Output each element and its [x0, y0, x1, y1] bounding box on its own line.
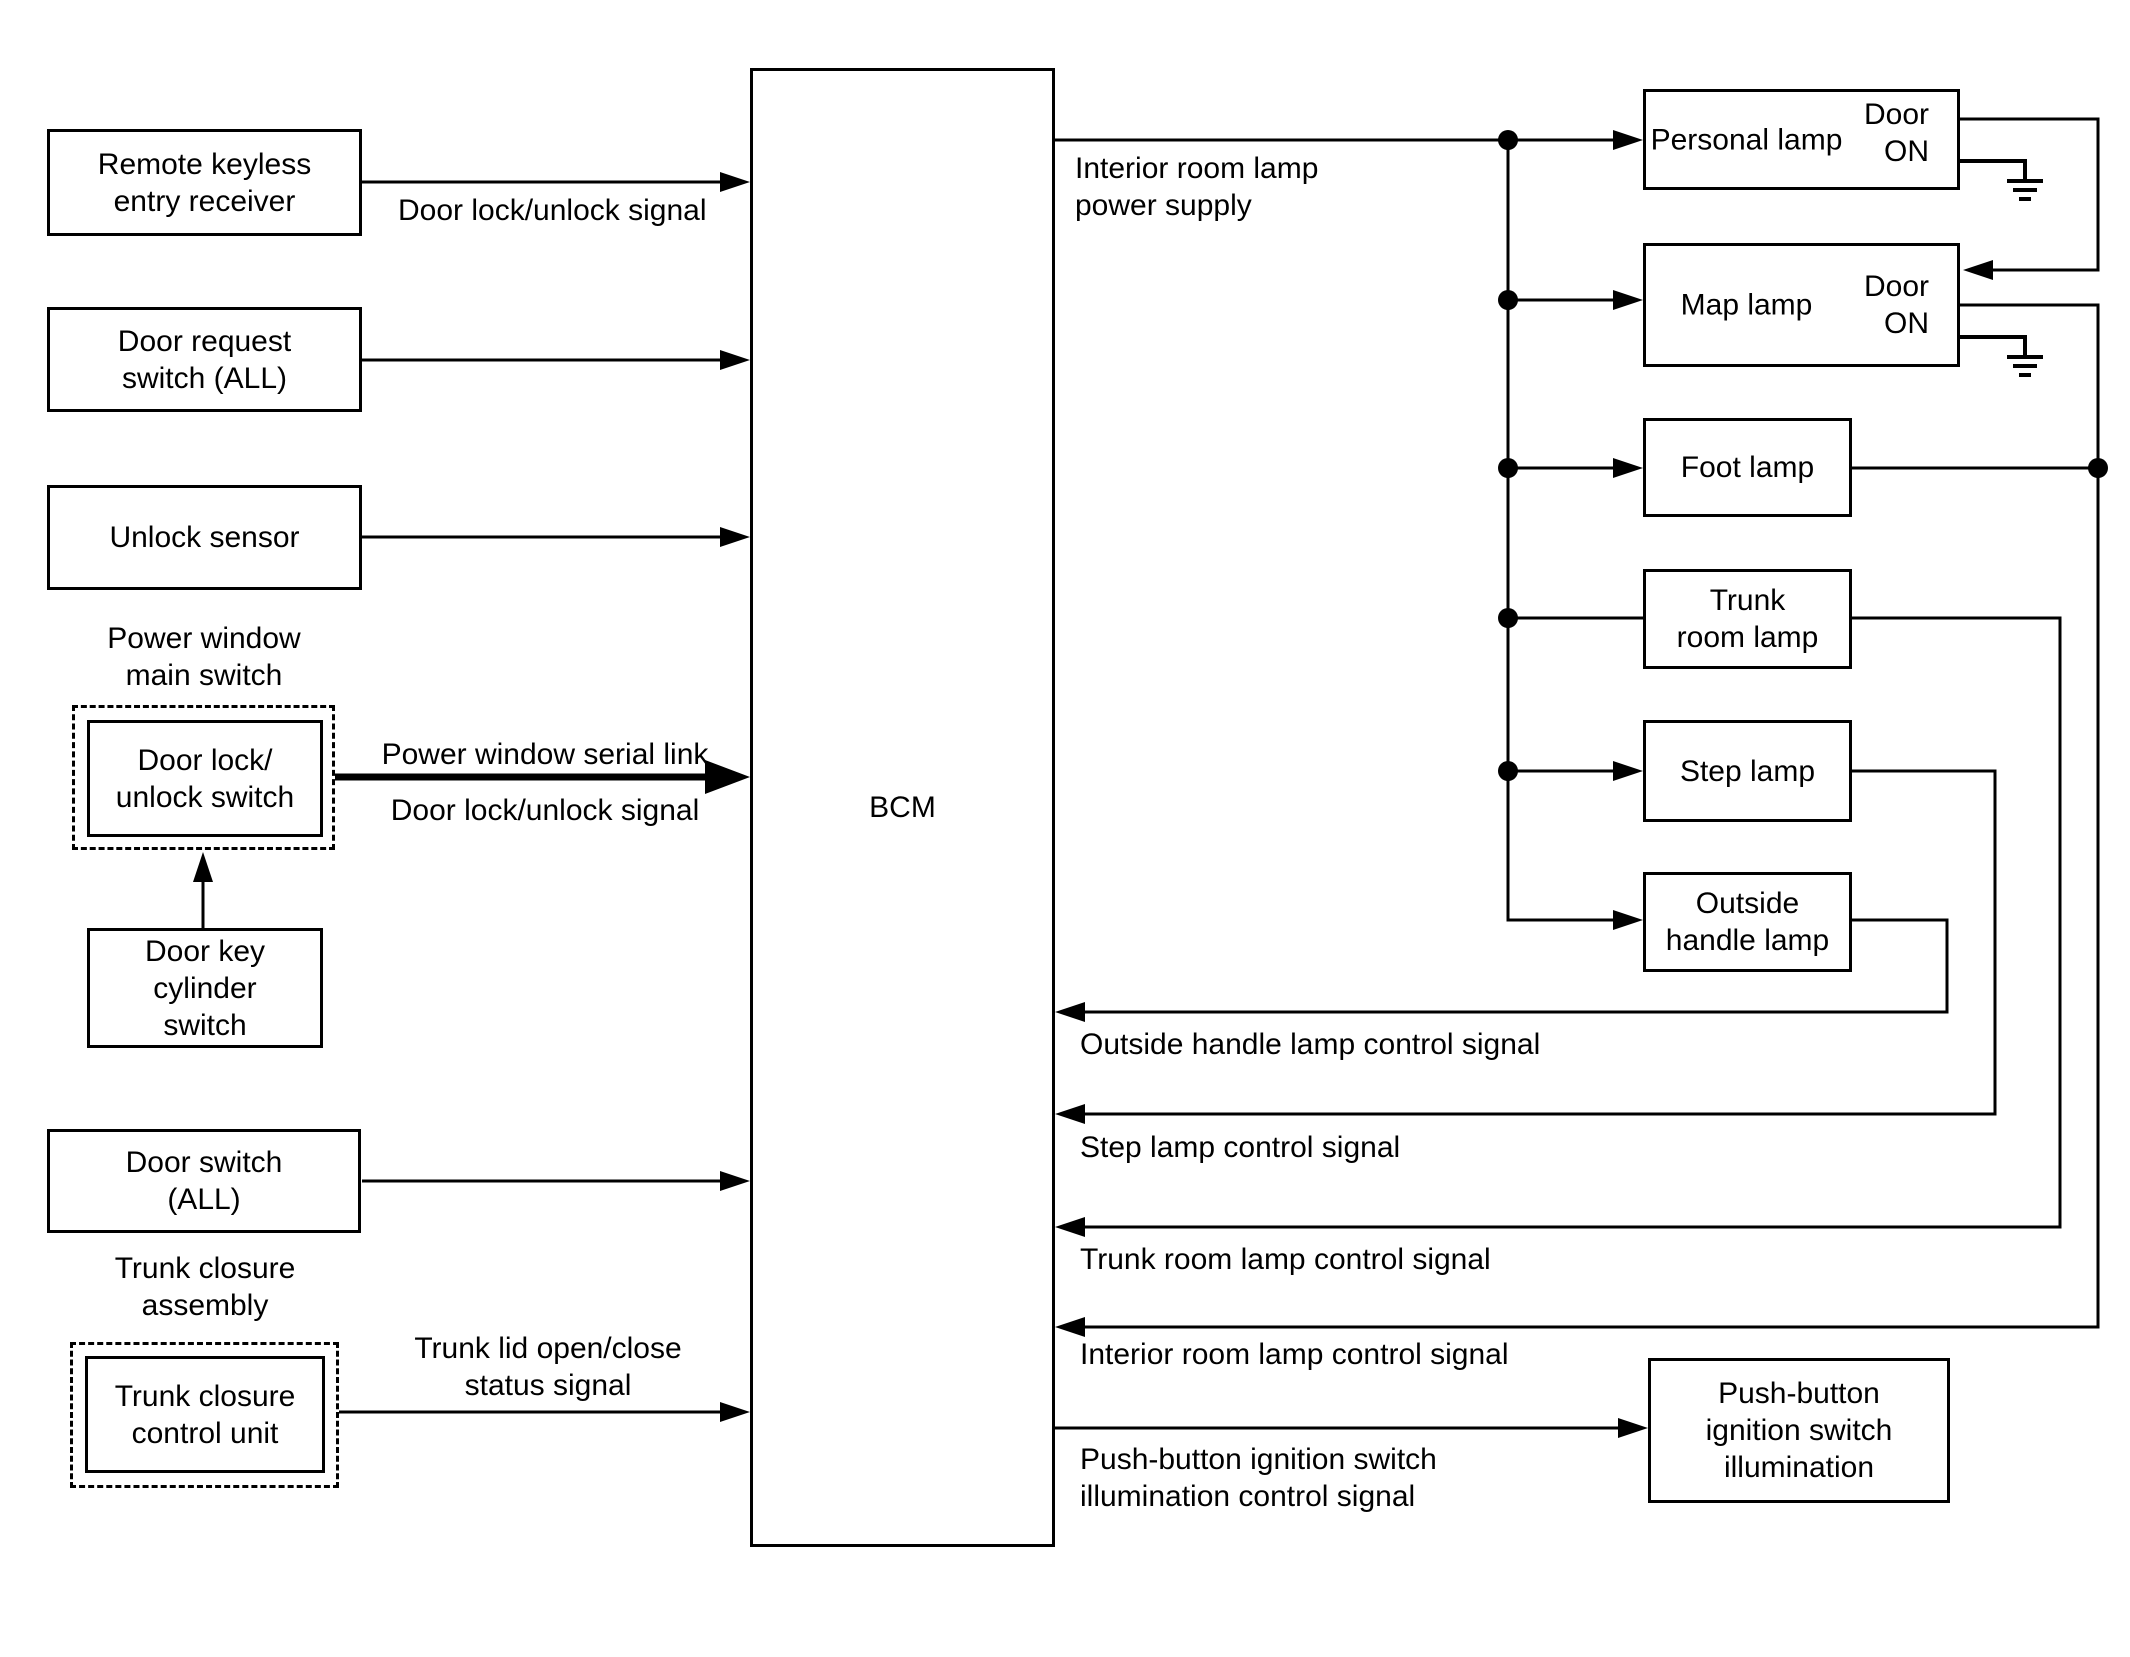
junction-dot [1498, 458, 1518, 478]
label-interior-room-lamp-control-signal: Interior room lamp control signal [1080, 1338, 1509, 1371]
wire-interior-lamp-power-bus [1055, 130, 1643, 930]
box-door-switch-all: Door switch (ALL) [47, 1129, 361, 1233]
wire-door-key-cylinder-to-switch [193, 852, 213, 928]
label-power-window-main-switch: Power window main switch [107, 622, 301, 692]
label-door-lock-unlock-signal-top: Door lock/unlock signal [398, 194, 707, 227]
arrowhead [720, 1171, 750, 1191]
arrowhead [1618, 1418, 1648, 1438]
label-door-lock-unlock-signal-pw: Door lock/unlock signal [390, 794, 700, 827]
arrowhead [720, 350, 750, 370]
label-interior-room-lamp-power-supply: Interior room lamp power supply [1075, 152, 1319, 222]
arrowhead [720, 172, 750, 192]
label-trunk-lid-status-signal: Trunk lid open/close status signal [414, 1332, 682, 1402]
box-door-request-switch: Door request switch (ALL) [47, 307, 362, 412]
junction-dot [1498, 608, 1518, 628]
wire-door-switch-to-bcm [362, 1171, 750, 1191]
arrowhead [1613, 761, 1643, 781]
arrowhead [1613, 290, 1643, 310]
wire-unlock-sensor-to-bcm [362, 527, 750, 547]
map-lamp-door-on-label: Door ON [1863, 270, 1929, 340]
personal-lamp-door-on-label: Door ON [1863, 98, 1929, 168]
arrowhead [1963, 260, 1993, 280]
box-trunk-room-lamp: Trunk room lamp [1643, 569, 1852, 669]
ground-icon [1960, 335, 2043, 377]
arrowhead [705, 760, 750, 794]
arrowhead [1613, 910, 1643, 930]
label-step-lamp-control-signal: Step lamp control signal [1080, 1131, 1401, 1164]
arrowhead [1613, 130, 1643, 150]
box-remote-keyless-entry-receiver: Remote keyless entry receiver [47, 129, 362, 236]
junction-dot [2088, 458, 2108, 478]
box-door-lock-unlock-switch: Door lock/ unlock switch [87, 720, 323, 837]
junction-dot [1498, 130, 1518, 150]
box-step-lamp: Step lamp [1643, 720, 1852, 822]
box-personal-lamp: Personal lamp Door ON [1643, 89, 1960, 190]
box-foot-lamp: Foot lamp [1643, 418, 1852, 517]
arrowhead [193, 852, 213, 882]
wire-trunk-closure-to-bcm [339, 1402, 750, 1422]
arrowhead [1055, 1104, 1085, 1124]
label-outside-handle-lamp-control-signal: Outside handle lamp control signal [1080, 1028, 1541, 1061]
arrowhead [720, 527, 750, 547]
label-power-window-serial-link: Power window serial link [381, 738, 709, 771]
arrowhead [1055, 1002, 1085, 1022]
label-push-button-illumination-control-signal: Push-button ignition switch illumination… [1080, 1443, 1437, 1513]
personal-lamp-label: Personal lamp [1650, 123, 1843, 156]
box-door-key-cylinder-switch: Door key cylinder switch [87, 928, 323, 1048]
arrowhead [1055, 1217, 1085, 1237]
arrowhead [720, 1402, 750, 1422]
box-outside-handle-lamp: Outside handle lamp [1643, 872, 1852, 972]
wire-personal-door-to-map [1960, 117, 2100, 280]
map-lamp-label: Map lamp [1680, 288, 1813, 322]
box-trunk-closure-control-unit: Trunk closure control unit [85, 1356, 325, 1473]
group-power-window-main-switch [72, 705, 335, 850]
box-push-button-ignition-switch-illumination: Push-button ignition switch illumination [1648, 1358, 1950, 1503]
label-trunk-closure-assembly: Trunk closure assembly [114, 1252, 296, 1322]
ground-icon [1960, 159, 2043, 201]
wire-push-button-control [1055, 1418, 1648, 1438]
wire-step-control-return [1055, 769, 1997, 1124]
box-map-lamp: Map lamp Door ON [1643, 243, 1960, 367]
arrowhead [1613, 458, 1643, 478]
wire-remote-keyless-to-bcm [362, 172, 750, 192]
wire-door-request-to-bcm [362, 350, 750, 370]
box-bcm: BCM [750, 68, 1055, 1547]
wire-interior-control-return [1055, 303, 2108, 1337]
junction-dot [1498, 290, 1518, 310]
box-unlock-sensor: Unlock sensor [47, 485, 362, 590]
group-trunk-closure-assembly [70, 1342, 339, 1488]
junction-dot [1498, 761, 1518, 781]
arrowhead [1055, 1317, 1085, 1337]
label-trunk-room-lamp-control-signal: Trunk room lamp control signal [1080, 1243, 1491, 1276]
